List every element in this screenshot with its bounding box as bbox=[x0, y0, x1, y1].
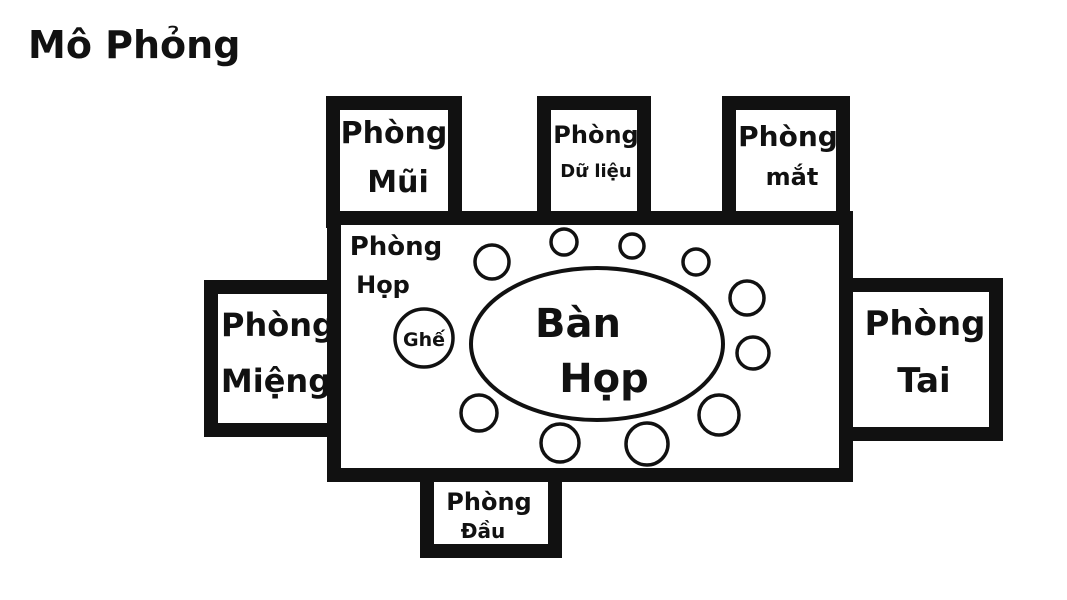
chairs bbox=[459, 227, 771, 467]
diagram-title: Mô Phỏng bbox=[28, 23, 240, 67]
room-eye: Phòng mắt bbox=[722, 96, 850, 228]
chair bbox=[681, 247, 711, 277]
chair bbox=[735, 335, 771, 371]
chair bbox=[697, 393, 741, 437]
chair bbox=[618, 232, 646, 260]
room-data-label-1: Phòng bbox=[553, 121, 638, 149]
meeting-table-label-1: Bàn bbox=[535, 301, 621, 347]
room-nose-label-2: Mũi bbox=[367, 165, 429, 200]
chair bbox=[459, 393, 499, 433]
chair bbox=[539, 422, 581, 464]
room-mouth-label-2: Miệng bbox=[221, 362, 331, 400]
room-mouth: Phòng Miệng bbox=[204, 280, 348, 437]
chair-labeled: Ghế bbox=[393, 307, 455, 369]
room-head-label-2: Đầu bbox=[461, 519, 506, 543]
room-eye-label-1: Phòng bbox=[738, 120, 838, 153]
room-mouth-label-1: Phòng bbox=[221, 306, 335, 344]
chair bbox=[549, 227, 579, 257]
room-data-label-2: Dữ liệu bbox=[560, 161, 631, 182]
room-head: Phòng Đầu bbox=[420, 465, 562, 558]
chair bbox=[473, 243, 511, 281]
room-head-label-1: Phòng bbox=[446, 488, 531, 516]
room-meeting-label-1: Phòng bbox=[350, 232, 443, 262]
meeting-table: Bàn Họp bbox=[469, 266, 725, 422]
meeting-table-label-2: Họp bbox=[559, 356, 649, 402]
room-eye-label-2: mắt bbox=[766, 162, 819, 191]
room-meeting-label-2: Họp bbox=[356, 271, 410, 299]
room-ear: Phòng Tai bbox=[839, 278, 1003, 441]
chair bbox=[728, 279, 766, 317]
room-nose-label-1: Phòng bbox=[341, 116, 448, 151]
room-ear-label-2: Tai bbox=[897, 361, 950, 401]
chair-label: Ghế bbox=[403, 328, 446, 351]
room-data: Phòng Dữ liệu bbox=[537, 96, 651, 228]
room-ear-label-1: Phòng bbox=[864, 304, 985, 344]
chair bbox=[624, 421, 670, 467]
room-nose: Phòng Mũi bbox=[326, 96, 462, 228]
